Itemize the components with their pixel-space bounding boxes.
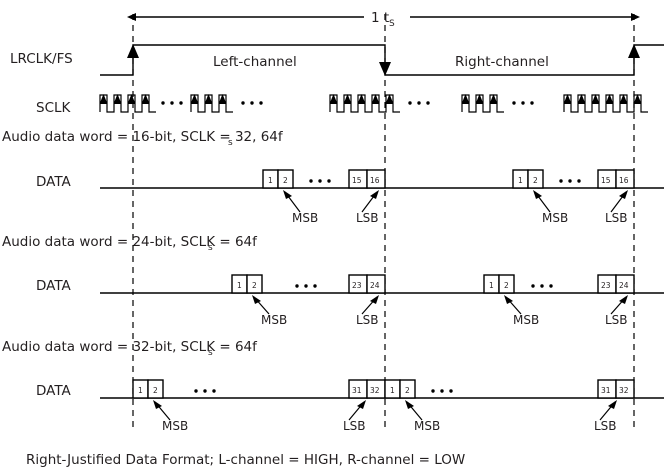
channel-label-left: Left-channel — [213, 54, 297, 70]
config-label-32bit-subscript: s — [208, 348, 213, 358]
bit-cell — [147, 379, 164, 399]
data-row-16bit: 1 2 15 16 1 2 15 16 — [100, 169, 664, 225]
lsb-marker: LSB — [605, 211, 628, 225]
lrclk-rise-arrow-right — [628, 44, 640, 58]
period-label: 1 t — [371, 10, 389, 26]
signal-label-data-32: DATA — [36, 383, 72, 399]
lsb-marker: LSB — [605, 313, 628, 327]
config-label-24bit: Audio data word = 24-bit, SCLK = 64f — [2, 234, 258, 250]
bit-cell — [615, 274, 635, 294]
bit-label: 1 — [518, 176, 523, 185]
bit-label: 32 — [370, 386, 380, 395]
signal-label-data-24: DATA — [36, 278, 72, 294]
msb-marker: MSB — [162, 419, 188, 433]
bit-label: 32 — [619, 386, 629, 395]
bit-label: 31 — [352, 386, 362, 395]
lsb-marker: LSB — [356, 211, 379, 225]
bit-label: 16 — [619, 176, 629, 185]
lsb-marker: LSB — [356, 313, 379, 327]
bit-label: 1 — [390, 386, 395, 395]
bit-label: 23 — [601, 281, 611, 290]
config-label-24bit-subscript: s — [208, 243, 213, 253]
lrclk-waveform — [100, 44, 664, 76]
bit-label: 2 — [405, 386, 410, 395]
bit-label: 1 — [268, 176, 273, 185]
bit-label: 15 — [352, 176, 362, 185]
bit-cell — [246, 274, 263, 294]
bit-label: 24 — [619, 281, 629, 290]
period-label-subscript: S — [389, 19, 395, 29]
bit-cell — [615, 169, 635, 189]
bit-label: 2 — [252, 281, 257, 290]
bit-label: 15 — [601, 176, 611, 185]
lrclk-fall-arrow-middle — [379, 62, 391, 76]
config-label-16bit-subscript: s — [228, 138, 233, 148]
data-row-24bit: 1 2 23 24 1 2 23 24 MSB LSB — [100, 274, 664, 327]
msb-marker: MSB — [261, 313, 287, 327]
lsb-marker: LSB — [594, 419, 617, 433]
bit-label: 1 — [138, 386, 143, 395]
bit-cell — [366, 169, 386, 189]
bit-cell — [399, 379, 416, 399]
bit-label: 1 — [489, 281, 494, 290]
lsb-marker: LSB — [343, 419, 366, 433]
msb-marker: MSB — [292, 211, 318, 225]
msb-marker: MSB — [542, 211, 568, 225]
signal-label-lrclk-fs: LRCLK/FS — [10, 51, 73, 67]
msb-marker: MSB — [414, 419, 440, 433]
bit-label: 2 — [533, 176, 538, 185]
bit-cell — [615, 379, 635, 399]
bit-label: 2 — [504, 281, 509, 290]
lrclk-rise-arrow-left — [127, 44, 139, 58]
signal-label-sclk: SCLK — [36, 100, 72, 116]
bit-cell — [366, 274, 386, 294]
bit-label: 16 — [370, 176, 380, 185]
channel-label-right: Right-channel — [455, 54, 549, 70]
reference-lines — [132, 14, 635, 432]
bit-cell — [498, 274, 515, 294]
signal-label-data-16: DATA — [36, 174, 72, 190]
bit-label: 1 — [237, 281, 242, 290]
bit-label: 24 — [370, 281, 380, 290]
bit-cell — [277, 169, 294, 189]
bit-cell — [527, 169, 544, 189]
data-row-32bit: 1 2 31 32 1 2 31 32 MSB — [100, 379, 664, 433]
config-label-32bit: Audio data word = 32-bit, SCLK = 64f — [2, 339, 258, 355]
config-label-16bit: Audio data word = 16-bit, SCLK = 32, 64f — [2, 129, 284, 145]
sclk-waveform — [99, 94, 648, 113]
bit-label: 2 — [153, 386, 158, 395]
bit-label: 23 — [352, 281, 362, 290]
footer-caption: Right-Justified Data Format; L-channel =… — [26, 452, 465, 468]
msb-marker: MSB — [513, 313, 539, 327]
bit-label: 2 — [283, 176, 288, 185]
bit-label: 31 — [601, 386, 611, 395]
